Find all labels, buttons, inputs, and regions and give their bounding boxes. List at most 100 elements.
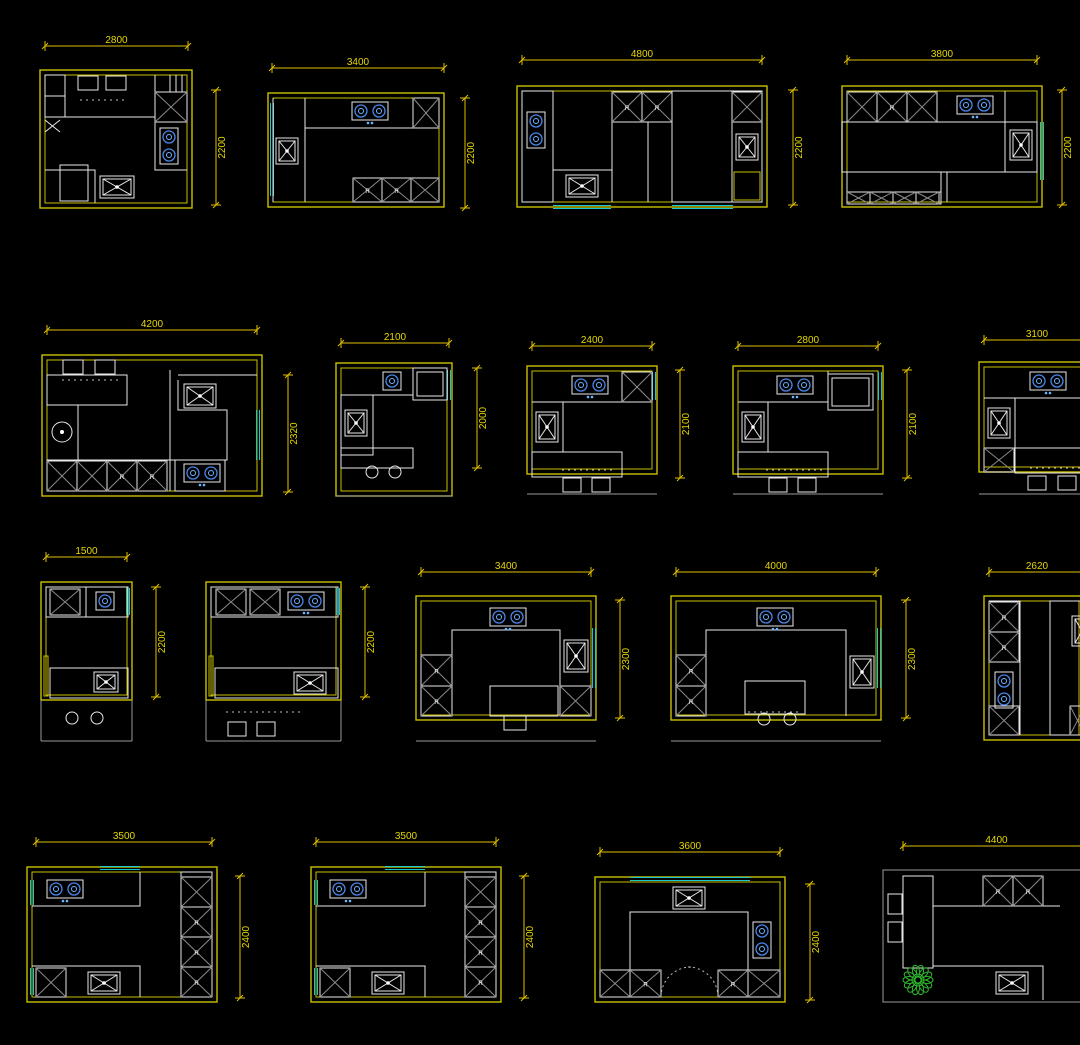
stool-icon <box>783 712 797 726</box>
cabinet <box>1069 705 1080 736</box>
knob-icon <box>366 121 370 125</box>
counter-outline <box>316 872 426 907</box>
counter-run <box>731 90 763 203</box>
burner-icon <box>963 102 969 108</box>
cabinet-cross <box>641 91 673 123</box>
burner-icon <box>755 924 769 938</box>
dimension-tick <box>776 848 784 856</box>
wall-inner <box>44 74 188 204</box>
sink-icon <box>1074 618 1080 644</box>
counter-run <box>1049 600 1080 736</box>
cabinet-cross <box>988 705 1020 736</box>
plant-leaf <box>918 967 929 979</box>
burner-icon <box>190 470 196 476</box>
cabinet <box>412 97 440 129</box>
sink-icon <box>183 383 217 409</box>
knob-icon <box>795 395 799 399</box>
cabinet-cross <box>410 177 440 203</box>
stove-icon <box>382 371 402 391</box>
plant-leaf <box>915 964 925 978</box>
burner-icon <box>208 470 214 476</box>
burner-icon <box>801 382 807 388</box>
burner-icon <box>529 114 543 128</box>
stool-icon <box>65 711 79 725</box>
width-dimension-label: 3400 <box>495 561 518 572</box>
dimension-tick <box>361 693 369 701</box>
cabinet <box>747 969 781 998</box>
cabinet-cross <box>1012 875 1044 907</box>
dimension-tick <box>1058 201 1066 209</box>
wall-inner <box>988 600 1080 736</box>
cabinet-cross <box>988 601 1020 633</box>
chair-icon <box>105 75 127 91</box>
dimension-tick <box>587 568 595 576</box>
stove-icon <box>351 101 389 121</box>
knob-icon <box>202 483 206 487</box>
dimension-tick <box>903 474 911 482</box>
stove-icon <box>526 111 546 149</box>
knob-icon <box>791 395 795 399</box>
depth-dimension-label: 2400 <box>811 930 822 953</box>
knob-icon <box>508 627 512 631</box>
burner-icon <box>354 886 360 892</box>
door-swing <box>660 966 692 998</box>
cabinet-cross <box>35 967 67 998</box>
cabinet-cross <box>675 685 707 717</box>
width-dimension-label: 3500 <box>395 831 418 842</box>
width-dimension-label: 2800 <box>797 335 820 346</box>
cabinet <box>915 191 940 205</box>
sink-icon <box>563 639 589 673</box>
sink-icon <box>87 971 121 995</box>
sink-icon <box>741 411 765 443</box>
width-dimension-label: 3500 <box>113 831 136 842</box>
burner-icon <box>372 104 386 118</box>
appliance-dashed <box>733 171 761 201</box>
cabinet <box>180 966 213 998</box>
dimension-tick <box>284 488 292 496</box>
stove-icon <box>956 95 994 115</box>
plant-leaf <box>907 981 918 993</box>
cabinet-cross <box>892 191 917 205</box>
cabinet-cross <box>180 966 213 998</box>
wall-inner <box>737 370 879 470</box>
sink-icon <box>278 140 296 162</box>
dimension-tick <box>902 596 910 604</box>
chair-icon <box>227 721 247 737</box>
cabinet-cross <box>915 191 940 205</box>
burner-icon <box>533 118 539 124</box>
burner-icon <box>376 108 382 114</box>
cabinet-mark: R <box>643 983 648 989</box>
burner-icon <box>71 886 77 892</box>
burner-icon <box>574 378 588 392</box>
knob-icon <box>348 899 352 903</box>
cabinet <box>464 966 497 998</box>
chair-icon <box>1027 475 1047 491</box>
faucet-icon <box>1010 981 1014 985</box>
counter-outline <box>32 965 141 997</box>
wall-inner <box>531 370 653 470</box>
wall-outer <box>205 581 342 701</box>
counter-run <box>521 90 554 203</box>
cabinet-mark: R <box>731 983 736 989</box>
burner-icon <box>533 136 539 142</box>
depth-dimension-label: 2300 <box>621 647 632 670</box>
stove-icon <box>756 607 794 627</box>
sink-icon <box>568 177 596 195</box>
burner-icon <box>102 598 108 604</box>
faucet-icon <box>574 654 578 658</box>
fridge-outline <box>416 371 444 397</box>
plant-leaf <box>911 964 921 978</box>
sink-icon <box>1009 129 1033 161</box>
burner-icon <box>763 614 769 620</box>
sink-icon <box>738 136 756 158</box>
knob-icon <box>65 899 69 903</box>
fridge-outline <box>215 588 247 616</box>
stool-icon <box>90 711 104 725</box>
burner-icon <box>1032 374 1046 388</box>
dimension-tick <box>32 838 40 846</box>
depth-dimension-label: 2320 <box>289 422 300 445</box>
burner-icon <box>981 102 987 108</box>
cabinet-cross <box>420 654 453 687</box>
burner-icon <box>779 378 793 392</box>
